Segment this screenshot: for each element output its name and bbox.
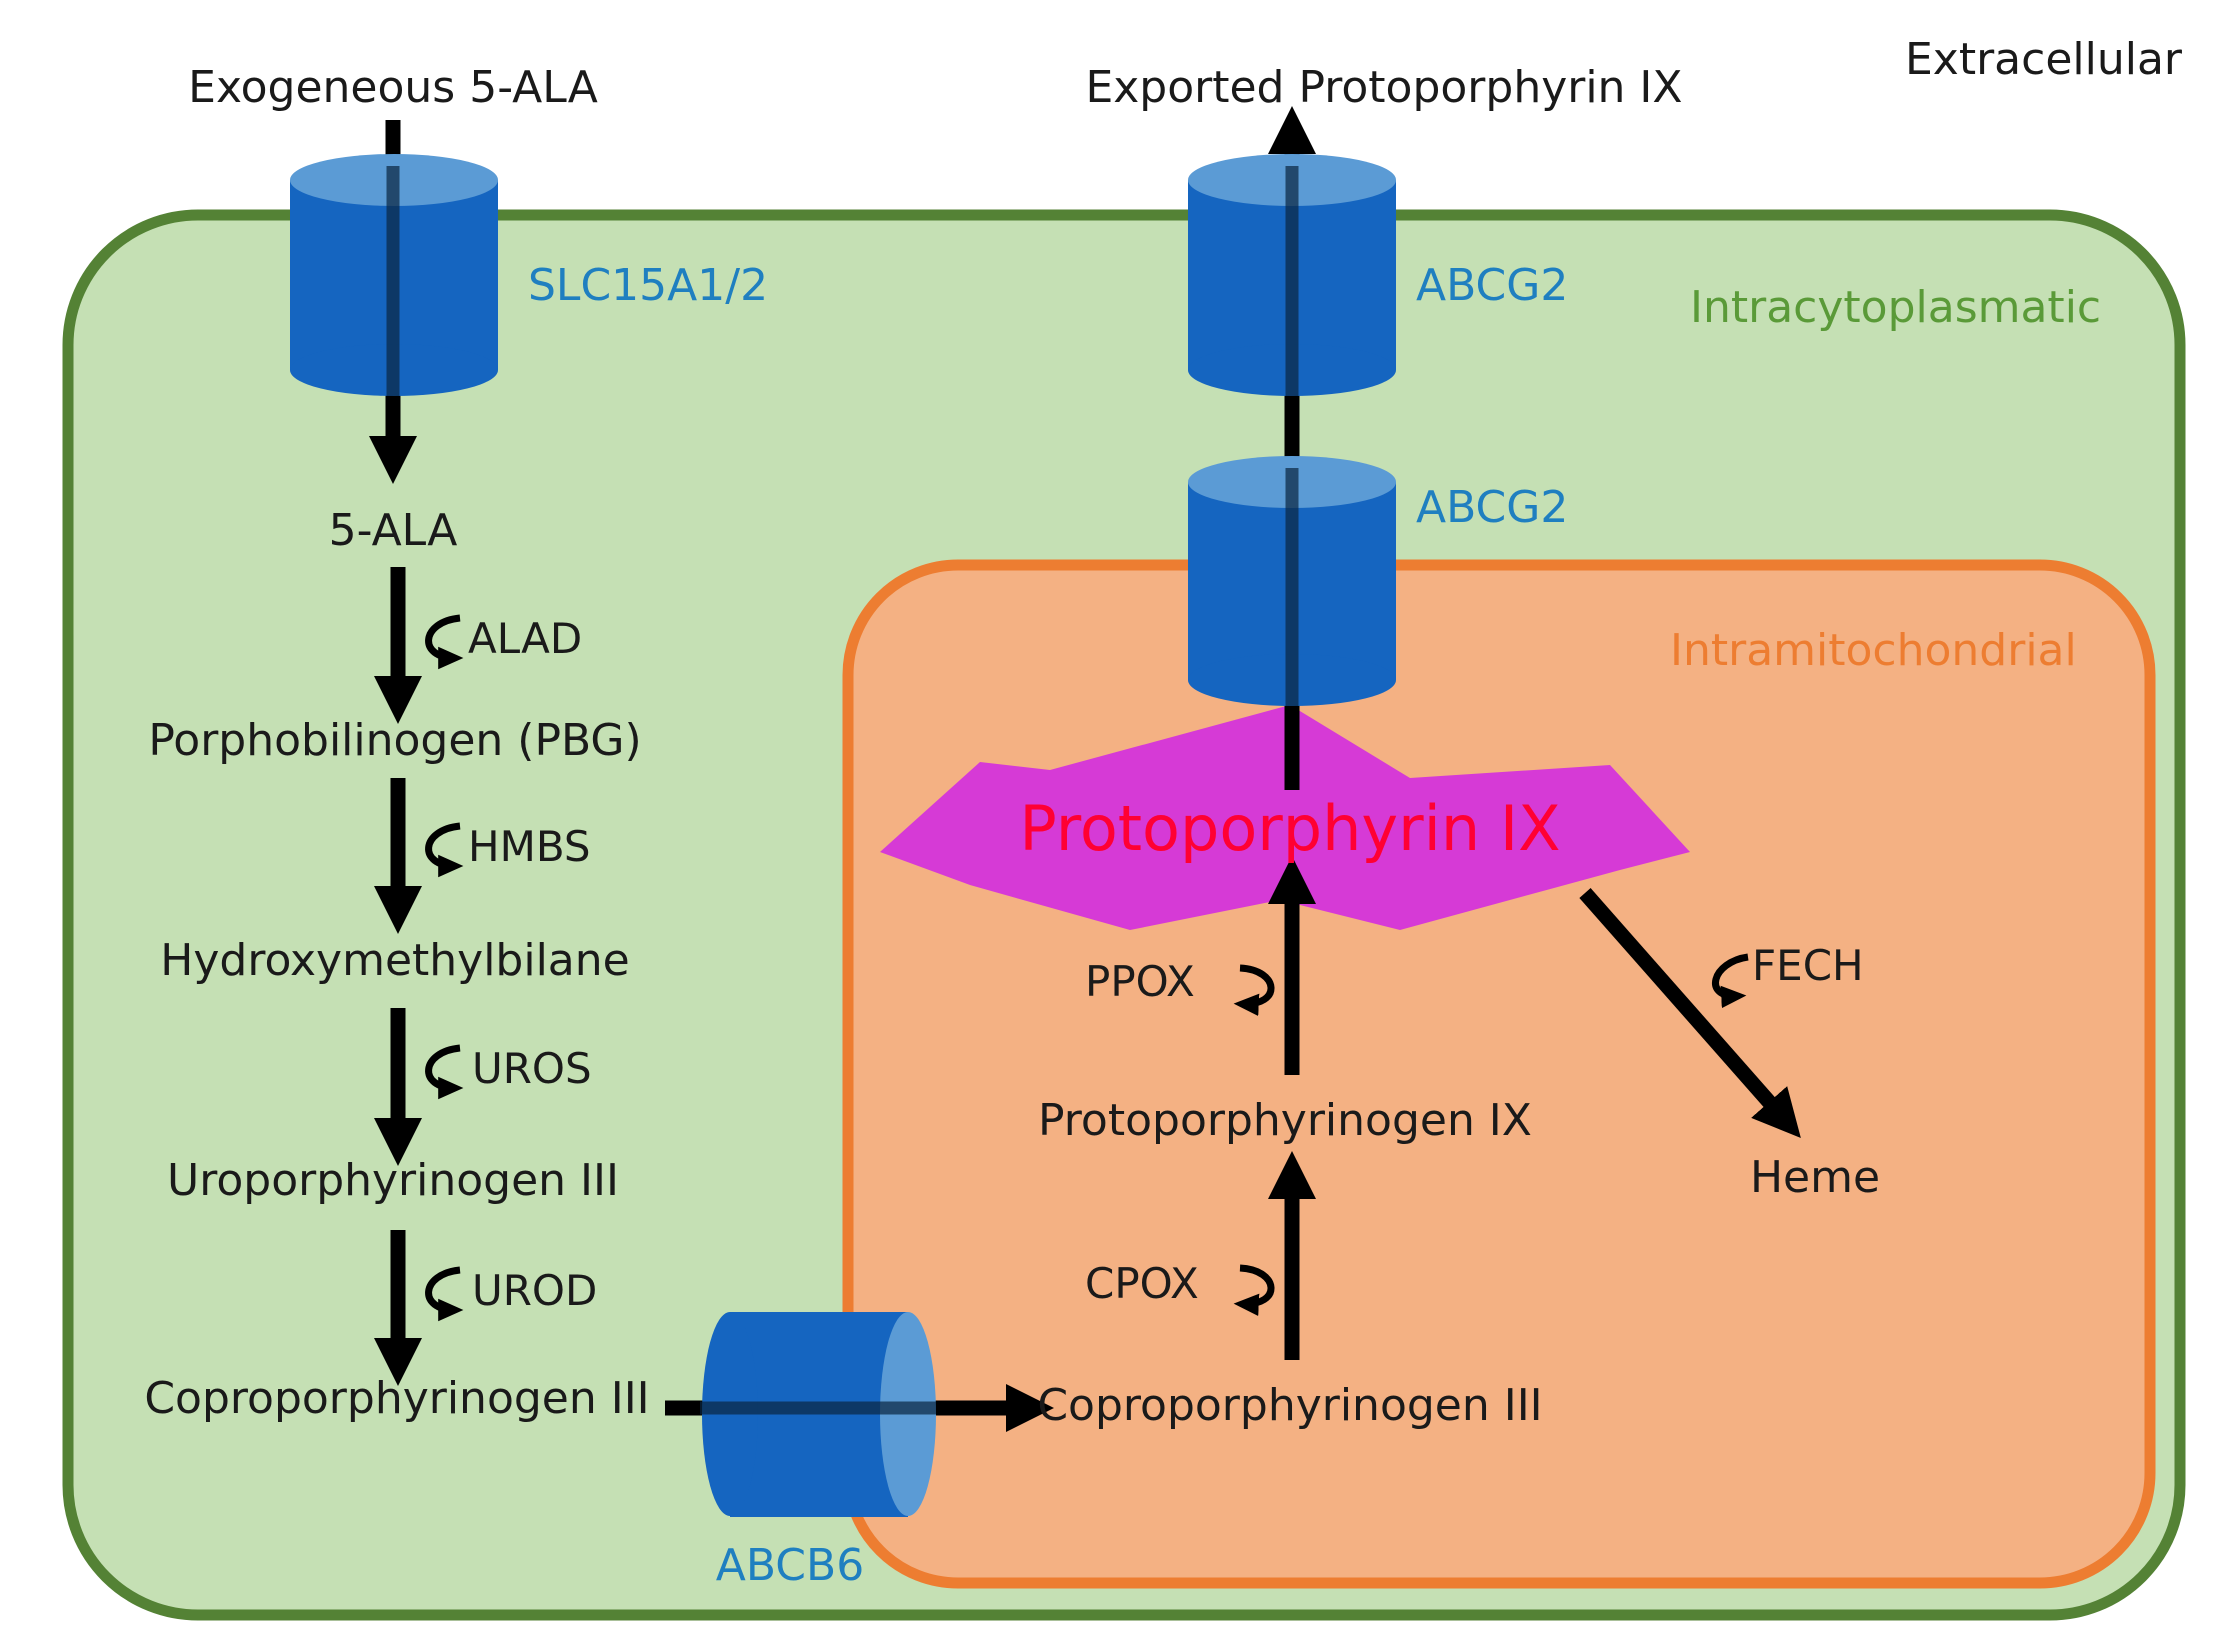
- label-ppix: Protoporphyrin IX: [1019, 792, 1560, 865]
- arrow-ppix-to-heme: [1579, 888, 1801, 1139]
- label-transporter-abcg2-membrane: ABCG2: [1416, 260, 1568, 311]
- label-transporter-abcg2-mito: ABCG2: [1416, 482, 1568, 533]
- label-enzyme-ppox: PPOX: [1085, 957, 1195, 1006]
- label-copro3-cyto: Coproporphyrinogen III: [144, 1373, 649, 1424]
- catalysis-arrow-cpox: [1233, 1264, 1275, 1317]
- label-ala: 5-ALA: [329, 505, 458, 556]
- label-transporter-abcb6: ABCB6: [716, 1540, 864, 1591]
- catalysis-arrow-uros: [425, 1044, 464, 1100]
- label-enzyme-cpox: CPOX: [1085, 1259, 1199, 1308]
- label-pbg: Porphobilinogen (PBG): [148, 715, 641, 766]
- label-exogeneous-ala: Exogeneous 5-ALA: [188, 62, 598, 113]
- label-hmb: Hydroxymethylbilane: [160, 935, 629, 986]
- label-transporter-slc15a: SLC15A1/2: [528, 260, 768, 311]
- label-enzyme-uros: UROS: [472, 1044, 592, 1093]
- transporter-abcg2-membrane: [1188, 154, 1396, 396]
- zone-label-intracytoplasmatic: Intracytoplasmatic: [1690, 282, 2101, 333]
- catalysis-arrow-ppox: [1233, 964, 1275, 1017]
- label-protogen9: Protoporphyrinogen IX: [1038, 1095, 1532, 1146]
- zone-label-intramitochondrial: Intramitochondrial: [1670, 625, 2077, 676]
- label-enzyme-alad: ALAD: [468, 614, 582, 663]
- catalysis-arrow-urod: [425, 1266, 464, 1322]
- transporter-slc15a: [290, 154, 498, 396]
- catalysis-arrow-fech: [1712, 953, 1749, 1009]
- label-uro3: Uroporphyrinogen III: [167, 1155, 619, 1206]
- label-enzyme-fech: FECH: [1752, 941, 1864, 990]
- transporter-abcb6: [700, 1312, 936, 1517]
- label-enzyme-hmbs: HMBS: [468, 822, 591, 871]
- catalysis-arrow-hmbs: [425, 822, 464, 878]
- zone-label-extracellular: Extracellular: [1905, 34, 2183, 85]
- label-copro3-mito: Coproporphyrinogen III: [1037, 1380, 1542, 1431]
- transporter-abcg2-mito: [1188, 456, 1396, 706]
- label-enzyme-urod: UROD: [472, 1266, 597, 1315]
- catalysis-arrow-alad: [425, 614, 464, 670]
- label-exported-ppix: Exported Protoporphyrin IX: [1085, 62, 1682, 113]
- protoporphyrin-star-shape: [880, 705, 1690, 930]
- label-heme: Heme: [1750, 1152, 1880, 1203]
